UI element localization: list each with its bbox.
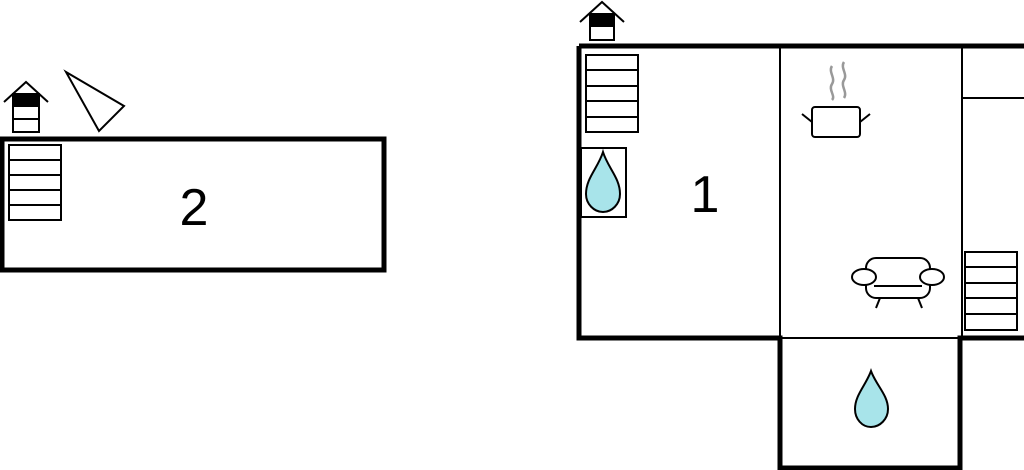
bathroom-water-icon bbox=[580, 147, 627, 218]
building-2: 2 bbox=[0, 136, 387, 273]
north-arrow-icon bbox=[63, 69, 126, 133]
house-entrance-icon bbox=[3, 80, 49, 133]
house-entrance-icon bbox=[579, 0, 625, 41]
building-2-outline bbox=[0, 136, 387, 273]
stairs-icon bbox=[585, 54, 639, 133]
bathroom-water-icon bbox=[853, 368, 890, 429]
kitchen-pot-icon bbox=[801, 61, 871, 138]
sofa-icon bbox=[851, 257, 945, 309]
stairs-icon bbox=[8, 144, 62, 221]
building-1: 1 bbox=[576, 43, 1024, 470]
building-1-label: 1 bbox=[691, 166, 720, 224]
building-2-label: 2 bbox=[180, 179, 209, 237]
stairs-icon bbox=[964, 251, 1018, 331]
